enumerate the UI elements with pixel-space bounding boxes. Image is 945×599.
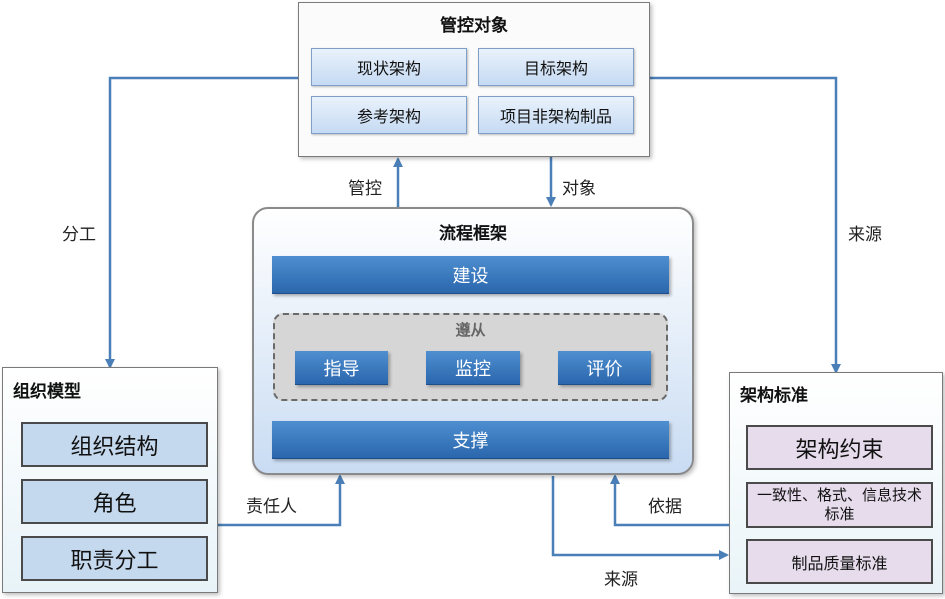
- process-framework-panel: 流程框架 建设 遵从 指导 监控 评价 支撑: [252, 207, 694, 475]
- support-bar: 支撑: [272, 421, 669, 459]
- edge-label-source-top: 来源: [848, 225, 882, 245]
- org-model-panel: 组织模型 组织结构 角色 职责分工: [2, 367, 218, 593]
- responsibility-item: 职责分工: [21, 536, 208, 581]
- tech-standards-item: 一致性、格式、信息技术标准: [746, 482, 933, 528]
- arrow-standards-to-process: [610, 474, 729, 527]
- monitor-item: 监控: [426, 351, 520, 385]
- current-architecture-item: 现状架构: [311, 48, 467, 86]
- artifact-quality-item: 制品质量标准: [746, 539, 933, 584]
- arrow-control-to-org: [105, 76, 298, 369]
- reference-architecture-item: 参考架构: [311, 96, 467, 134]
- arch-standards-title: 架构标准: [740, 386, 808, 406]
- edge-label-object: 对象: [562, 179, 596, 199]
- control-objects-panel: 管控对象 现状架构 目标架构 参考架构 项目非架构制品: [298, 2, 650, 157]
- project-non-arch-artifacts-item: 项目非架构制品: [478, 96, 634, 134]
- arrow-control-to-standards: [650, 76, 841, 374]
- edge-label-basis: 依据: [648, 497, 682, 517]
- role-item: 角色: [21, 479, 208, 524]
- guide-item: 指导: [295, 351, 388, 385]
- comply-title: 遵从: [455, 321, 486, 339]
- edge-label-division: 分工: [62, 225, 96, 245]
- arrow-process-to-standards: [551, 476, 729, 560]
- edge-label-control: 管控: [348, 179, 382, 199]
- target-architecture-item: 目标架构: [478, 48, 634, 86]
- arch-constraints-item: 架构约束: [746, 425, 933, 470]
- comply-group: 遵从 指导 监控 评价: [273, 313, 668, 401]
- org-model-title: 组织模型: [13, 382, 81, 402]
- arrow-org-to-process: [218, 474, 345, 527]
- org-structure-item: 组织结构: [21, 422, 208, 467]
- edge-label-responsible: 责任人: [246, 497, 297, 517]
- build-bar: 建设: [272, 256, 669, 294]
- evaluate-item: 评价: [558, 351, 651, 385]
- edge-label-source-bottom: 来源: [604, 570, 638, 590]
- arch-standards-panel: 架构标准 架构约束 一致性、格式、信息技术标准 制品质量标准: [729, 372, 943, 594]
- control-objects-title: 管控对象: [440, 16, 508, 36]
- process-framework-title: 流程框架: [439, 224, 507, 244]
